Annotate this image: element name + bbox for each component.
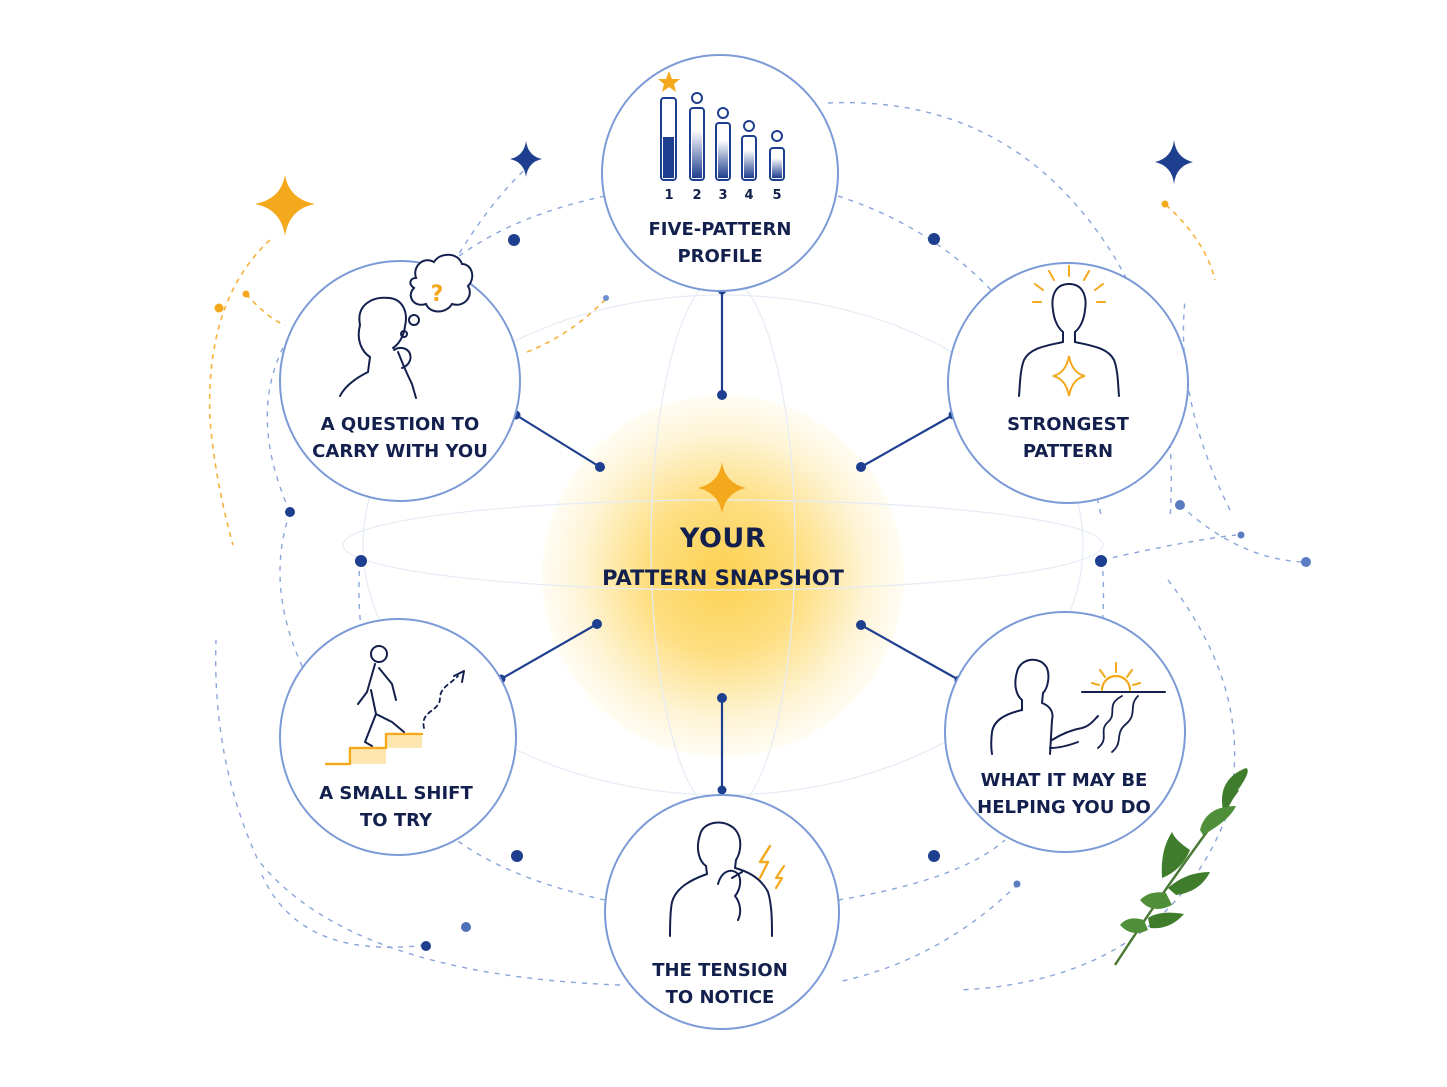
node-label-line1: WHAT IT MAY BE — [980, 770, 1148, 791]
gold-trails — [208, 204, 1216, 546]
connector-dots — [214, 200, 1311, 951]
path-sunrise-icon — [990, 658, 1166, 755]
node-small-shift: A SMALL SHIFT TO TRY — [266, 780, 526, 834]
node-label-line2: PATTERN — [1022, 441, 1114, 462]
bar-label: 5 — [772, 188, 781, 203]
hub-connectors — [500, 290, 960, 790]
bar-label: 4 — [744, 188, 753, 203]
center-sparkle-icon — [698, 462, 746, 514]
node-label-line1: STRONGEST — [1007, 414, 1129, 435]
tension-person-icon — [669, 821, 786, 937]
node-what-it-may-be-helping: WHAT IT MAY BE HELPING YOU DO — [934, 767, 1194, 821]
navy-sparkle-icon — [510, 141, 542, 177]
bar-label: 1 — [664, 188, 673, 203]
question-mark-icon: ? — [431, 282, 444, 307]
thinking-person-icon: ? — [339, 253, 474, 399]
node-circles — [279, 54, 1189, 1030]
decorative-stars — [255, 140, 1193, 514]
navy-sparkle-icon — [1155, 140, 1193, 184]
node-five-pattern-profile: FIVE-PATTERN PROFILE — [590, 216, 850, 270]
node-question-to-carry: A QUESTION TO CARRY WITH YOU — [270, 411, 530, 465]
stairs-climber-icon — [324, 645, 465, 766]
node-label-line2: HELPING YOU DO — [977, 797, 1151, 818]
bar-label: 2 — [692, 188, 701, 203]
gold-sparkle-icon — [255, 175, 315, 236]
node-label-line2: TO NOTICE — [665, 987, 775, 1008]
node-label-line1: A SMALL SHIFT — [319, 783, 473, 804]
glowing-person-icon — [1018, 265, 1120, 397]
node-tension-to-notice: THE TENSION TO NOTICE — [590, 957, 850, 1011]
bar-label: 3 — [718, 188, 727, 203]
leaf-sprig-icon — [1113, 768, 1248, 966]
node-strongest-pattern: STRONGEST PATTERN — [938, 411, 1198, 465]
node-label-line2: TO TRY — [359, 810, 433, 831]
node-label-line1: A QUESTION TO — [320, 414, 480, 435]
node-label-line2: CARRY WITH YOU — [312, 441, 488, 462]
node-label-line1: THE TENSION — [652, 960, 788, 981]
bar-profile-icon: 1 2 3 4 5 — [658, 71, 785, 203]
center-title-line1: YOUR — [679, 523, 767, 554]
node-label-line2: PROFILE — [677, 246, 763, 267]
node-label-line1: FIVE-PATTERN — [648, 219, 792, 240]
center-title-line2: PATTERN SNAPSHOT — [602, 566, 844, 590]
